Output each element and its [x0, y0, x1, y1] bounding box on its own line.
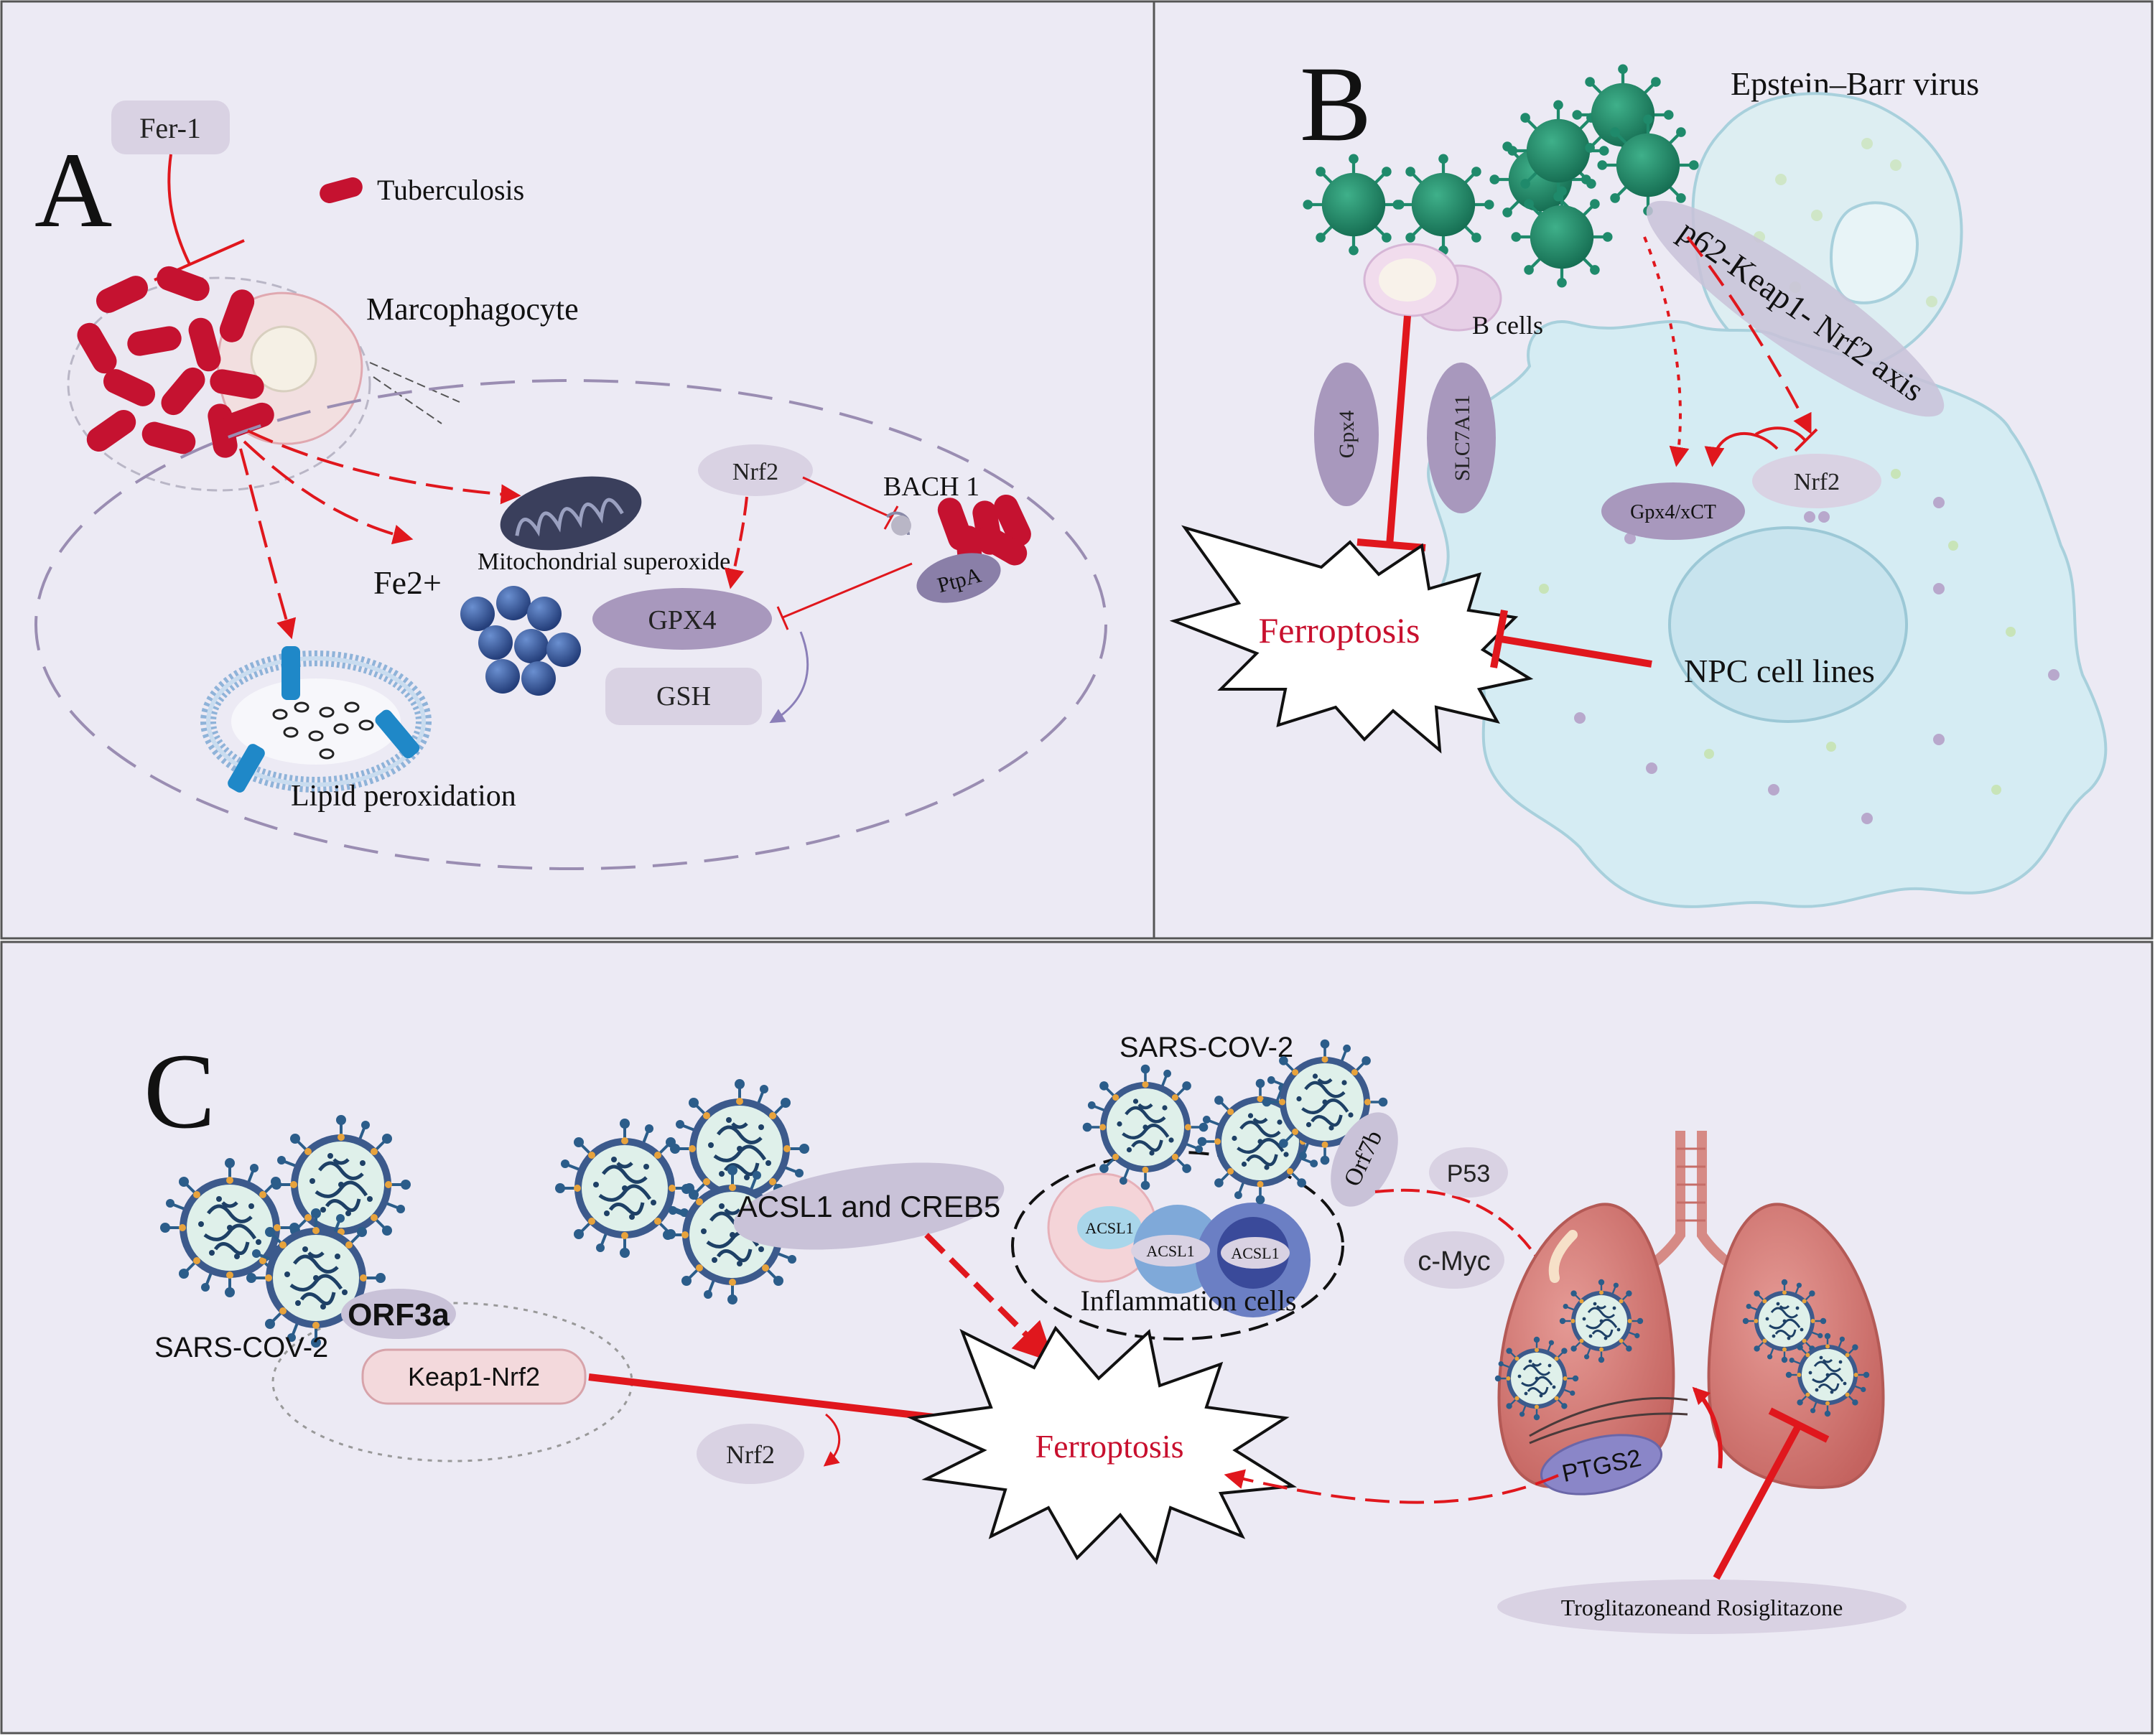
drugs-inhibit-lung — [1713, 1423, 1802, 1580]
arrow-to-fe — [243, 440, 414, 545]
lipid-label: Lipid peroxidation — [291, 780, 516, 813]
slc7a11-node — [1427, 363, 1496, 513]
fer1-box — [111, 101, 230, 154]
npc-inhibit-ferroptosis — [1500, 635, 1652, 668]
nrf2-down-arrow — [823, 1413, 841, 1467]
gsh-box — [605, 668, 762, 725]
ptgs2-to-ferroptosis-arrow — [1224, 1469, 1559, 1504]
gpx4-to-gsh-arrow — [769, 631, 809, 724]
ebv-to-nrf2-arrow — [1686, 235, 1812, 435]
fer1-label: Fer-1 — [139, 112, 201, 144]
ebv-label: Epstein–Barr virus — [1731, 65, 1979, 102]
tuberculosis-label: Tuberculosis — [377, 174, 524, 206]
nrf2-to-gpx4-arrow — [724, 496, 748, 589]
bach1-label: BACH 1 — [883, 472, 979, 502]
nrf2-node-a — [698, 444, 813, 496]
gpx4-label-a: GPX4 — [648, 605, 716, 635]
gpx4-xct-label: Gpx4/xCT — [1630, 501, 1716, 523]
arrow-to-lipid — [239, 448, 297, 640]
bach1-bacteria — [885, 490, 1035, 582]
macrophage-nucleus — [250, 325, 317, 393]
gpx4-node-b — [1314, 363, 1379, 506]
gsh-label: GSH — [656, 681, 711, 711]
orf7b-node — [1331, 1112, 1398, 1207]
slc7a11-label: SLC7A11 — [1451, 395, 1474, 482]
zoom-line-2 — [373, 376, 442, 424]
arrow-to-mito — [247, 429, 521, 505]
p53-label: P53 — [1447, 1160, 1491, 1187]
sars-left-label: SARS-COV-2 — [154, 1332, 328, 1363]
panel-b: B Epstein–Barr virus — [1153, 0, 2154, 940]
keap1-nrf2-box — [361, 1348, 587, 1405]
nrf2-feedback — [1754, 426, 1807, 443]
acsl-creb-label: ACSL1 and CREB5 — [737, 1190, 1001, 1223]
panel-a: A Fer-1 Tuberculosis Marcophagocyte — [0, 0, 1155, 940]
panel-c: C SARS-COV-2 ORF3a Keap1-Nrf2 Nrf2 ACSL1… — [0, 941, 2154, 1735]
axis-node — [1646, 200, 1945, 417]
zoomed-cell-outline — [34, 379, 1107, 870]
gpx4-xct-node — [1601, 482, 1745, 540]
lipid-membrane — [200, 646, 432, 793]
ferroptosis-label-b: Ferroptosis — [1259, 610, 1420, 650]
panel-b-letter: B — [1300, 45, 1372, 164]
mitochondrion — [500, 476, 642, 551]
orf3a-node — [341, 1289, 456, 1339]
panel-c-letter: C — [144, 1032, 215, 1151]
panel-a-letter: A — [34, 131, 112, 250]
macrophage-label: Marcophagocyte — [366, 291, 579, 327]
acsl1-pill-2 — [1131, 1235, 1210, 1266]
nrf2-label-c: Nrf2 — [726, 1440, 775, 1469]
gpx4-label-b: Gpx4 — [1335, 411, 1359, 459]
bcell-inhibit-ferroptosis — [1386, 315, 1411, 546]
npc-granules — [1539, 469, 2059, 824]
ptgs2-node — [1540, 1434, 1663, 1495]
ptpa-node — [916, 553, 1001, 603]
nrf2-to-gpx4xct-arrow — [1704, 432, 1779, 467]
npc-nucleus — [1668, 526, 1908, 723]
zoom-line-1 — [369, 362, 460, 403]
drugs-node — [1497, 1579, 1907, 1634]
acsl1-label-1: ACSL1 — [1085, 1219, 1133, 1237]
cmyc-label: c-Myc — [1418, 1246, 1490, 1277]
acsl1-label-2: ACSL1 — [1146, 1242, 1194, 1260]
nrf2-to-bach1-inhibit — [802, 476, 891, 518]
acsl-to-ferroptosis-arrow — [924, 1233, 1054, 1363]
inflammation-label: Inflammation cells — [1080, 1284, 1296, 1317]
ferroptosis-burst-b — [1169, 525, 1534, 754]
inflammation-cells — [1047, 1172, 1311, 1317]
sars-top-label: SARS-COV-2 — [1120, 1032, 1293, 1063]
npc-label: NPC cell lines — [1684, 653, 1875, 689]
gpx4-node-a — [592, 588, 772, 650]
nrf2-label-a: Nrf2 — [732, 459, 778, 485]
fe2-label: Fe2+ — [373, 564, 442, 601]
acsl1-pill-3 — [1221, 1237, 1290, 1269]
keap1-nrf2-label: Keap1-Nrf2 — [408, 1362, 540, 1391]
acsl1-label-3: ACSL1 — [1231, 1244, 1279, 1262]
iron-cluster — [460, 586, 581, 696]
ptpa-to-gpx4-inhibit — [782, 562, 913, 619]
ferroptosis-burst-c — [906, 1325, 1298, 1565]
b-cell-nucleus — [1379, 258, 1436, 302]
nrf2-node-c — [697, 1424, 804, 1484]
ebv-to-gpx4xct-arrow — [1643, 236, 1690, 467]
fer1-inhibit-line — [167, 154, 192, 266]
ferroptosis-label-c: Ferroptosis — [1035, 1428, 1184, 1465]
nrf2-label-b: Nrf2 — [1794, 469, 1840, 495]
nrf2-node-b — [1752, 454, 1881, 508]
orf3a-label: ORF3a — [348, 1297, 450, 1333]
b-cells-label: B cells — [1472, 311, 1543, 340]
acsl-creb-node — [733, 1162, 1005, 1250]
drugs-label: Troglitazoneand Rosiglitazone — [1561, 1595, 1843, 1620]
lung-up-arrow — [1692, 1386, 1723, 1469]
p53-node — [1429, 1147, 1508, 1198]
mito-label: Mitochondrial superoxide — [478, 549, 730, 575]
cmyc-node — [1404, 1231, 1504, 1289]
